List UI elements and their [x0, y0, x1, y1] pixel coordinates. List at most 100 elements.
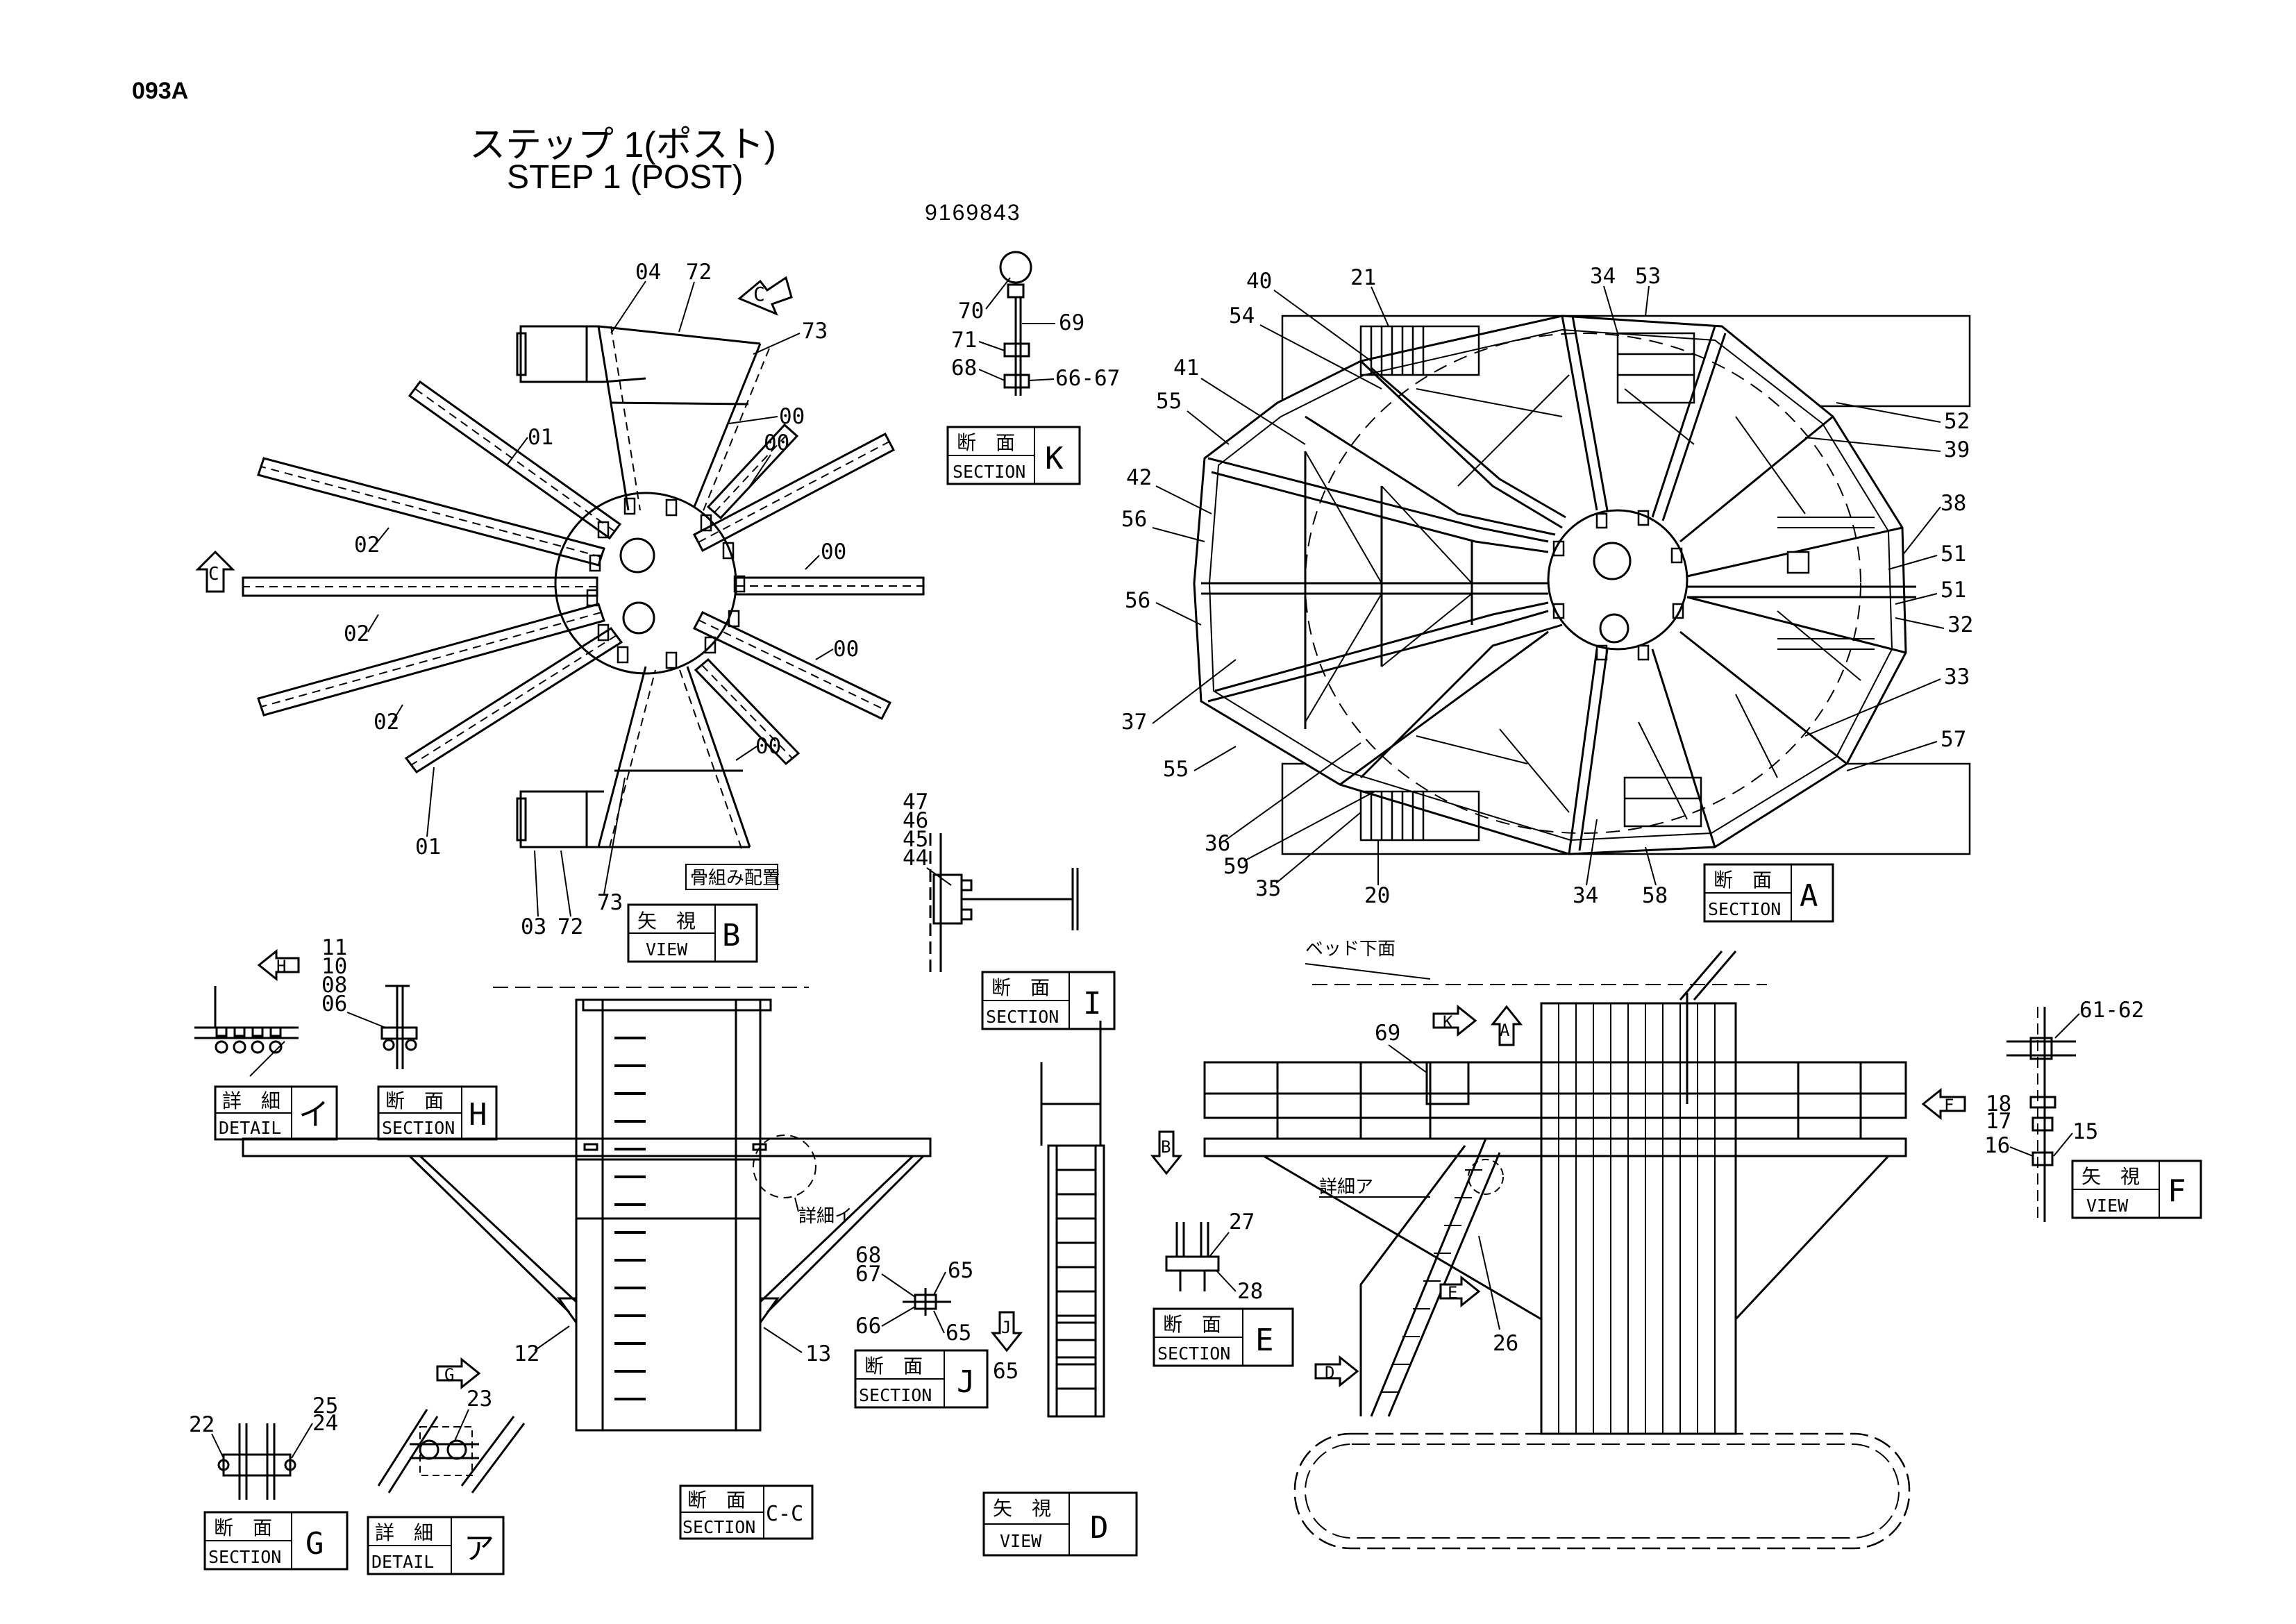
svg-text:15: 15 — [2072, 1119, 2098, 1144]
svg-text:23: 23 — [467, 1387, 492, 1412]
svg-text:51: 51 — [1941, 578, 1966, 603]
arrow-e: E — [1439, 1275, 1481, 1308]
section-g-labels: 25 24 22 — [189, 1393, 338, 1437]
view-b-box: 矢 視 VIEW B — [627, 903, 758, 963]
side-elevation: ベッド下面 — [1203, 939, 1911, 1550]
svg-text:53: 53 — [1635, 264, 1661, 289]
svg-text:K: K — [1443, 1012, 1453, 1032]
svg-text:H: H — [469, 1097, 487, 1132]
svg-text:42: 42 — [1126, 465, 1152, 490]
svg-text:32: 32 — [1947, 612, 1973, 637]
part-label: 00 — [833, 637, 859, 662]
svg-text:06: 06 — [321, 991, 347, 1016]
part-label: 02 — [354, 533, 380, 558]
svg-text:ア: ア — [464, 1531, 494, 1566]
svg-text:69: 69 — [1059, 310, 1084, 335]
svg-text:詳 細: 詳 細 — [375, 1521, 433, 1544]
part-label: 72 — [686, 260, 712, 285]
svg-text:C: C — [753, 283, 765, 305]
svg-text:17: 17 — [1986, 1109, 2011, 1134]
part-label: 00 — [779, 404, 805, 429]
page-id: 093A — [132, 78, 189, 104]
detail-i-labels: 11 10 08 06 — [321, 935, 347, 1016]
svg-text:59: 59 — [1223, 854, 1249, 879]
section-i-labels: 47 46 45 44 — [903, 789, 928, 871]
view-f-drawing — [2006, 1007, 2076, 1222]
section-i-detail — [929, 833, 1079, 972]
part-label: 73 — [802, 319, 828, 344]
svg-text:45: 45 — [903, 827, 928, 852]
svg-text:SECTION: SECTION — [953, 462, 1025, 482]
view-f-labels: 61-62 18 17 16 15 — [1984, 998, 2144, 1158]
svg-text:J: J — [957, 1364, 975, 1400]
svg-text:18: 18 — [1986, 1091, 2011, 1116]
svg-text:41: 41 — [1173, 355, 1199, 380]
section-a-box: 断 面 SECTION A — [1703, 863, 1834, 923]
svg-text:66: 66 — [855, 1314, 881, 1339]
arrow-c-top: C — [737, 276, 793, 316]
arrow-h: H — [257, 948, 300, 982]
section-h-drawing — [380, 985, 418, 1069]
svg-text:36: 36 — [1205, 831, 1230, 856]
section-e-drawing — [1165, 1222, 1220, 1291]
bottom-step-frame — [516, 666, 751, 849]
svg-text:44: 44 — [903, 846, 928, 871]
section-a-labels: 40 21 34 53 54 41 55 52 39 42 56 38 51 5… — [1121, 264, 1973, 908]
arrow-g: G — [436, 1357, 481, 1390]
arrow-d: D — [1314, 1355, 1359, 1388]
svg-text:58: 58 — [1642, 883, 1668, 908]
side-labels: 69 26 — [1375, 1021, 1518, 1356]
section-j-drawing — [903, 1288, 951, 1316]
svg-text:68: 68 — [951, 355, 977, 380]
svg-text:VIEW: VIEW — [1000, 1531, 1042, 1551]
svg-text:39: 39 — [1944, 437, 1970, 462]
svg-text:33: 33 — [1944, 664, 1970, 689]
svg-text:矢 視: 矢 視 — [993, 1497, 1051, 1520]
svg-text:SECTION: SECTION — [1708, 899, 1781, 919]
svg-text:SECTION: SECTION — [682, 1517, 755, 1537]
detail-a-reference: 詳細ア — [1319, 1177, 1373, 1198]
detail-a-box: 詳 細 DETAIL ア — [367, 1516, 505, 1575]
arrow-a: A — [1490, 1005, 1523, 1046]
part-label: 73 — [597, 890, 623, 915]
radial-beams-left — [242, 380, 623, 774]
section-k-detail — [999, 251, 1032, 396]
svg-text:12: 12 — [514, 1341, 539, 1366]
svg-text:断 面: 断 面 — [957, 431, 1015, 454]
svg-text:A: A — [1500, 1021, 1510, 1040]
title-japanese: ステップ 1(ポスト) — [469, 125, 777, 165]
frame-layout-note: 骨組み配置 — [685, 864, 780, 890]
svg-text:66-67: 66-67 — [1055, 366, 1120, 391]
arrow-c-left: C — [195, 550, 235, 593]
svg-text:52: 52 — [1944, 409, 1970, 434]
svg-text:I: I — [1083, 986, 1102, 1021]
section-cc-elevation — [242, 987, 932, 1432]
svg-text:46: 46 — [903, 808, 928, 833]
svg-text:65: 65 — [948, 1258, 973, 1283]
svg-text:骨組み配置: 骨組み配置 — [690, 868, 780, 889]
part-label: 01 — [528, 425, 553, 450]
svg-text:断 面: 断 面 — [991, 976, 1050, 999]
svg-text:57: 57 — [1941, 727, 1966, 752]
post-hole-upper — [619, 537, 655, 574]
detail-i-drawing — [194, 986, 299, 1077]
svg-text:69: 69 — [1375, 1021, 1400, 1046]
svg-text:13: 13 — [805, 1341, 831, 1366]
svg-text:E: E — [1255, 1323, 1274, 1358]
svg-text:37: 37 — [1121, 710, 1147, 735]
svg-text:DETAIL: DETAIL — [371, 1552, 434, 1572]
svg-text:G: G — [444, 1365, 454, 1384]
svg-text:26: 26 — [1493, 1331, 1518, 1356]
svg-text:65: 65 — [993, 1359, 1019, 1384]
arrow-j: J — [990, 1311, 1023, 1353]
svg-text:VIEW: VIEW — [2086, 1196, 2129, 1216]
section-g-box: 断 面 SECTION G — [203, 1511, 349, 1571]
detail-a-drawing — [377, 1409, 526, 1493]
drawing-number: 9169843 — [925, 200, 1021, 225]
section-e-labels: 27 28 — [1229, 1209, 1263, 1304]
section-i-box: 断 面 SECTION I — [981, 971, 1116, 1030]
part-label: 02 — [374, 710, 399, 735]
stair-bottom — [1359, 776, 1702, 842]
svg-text:E: E — [1448, 1283, 1457, 1303]
